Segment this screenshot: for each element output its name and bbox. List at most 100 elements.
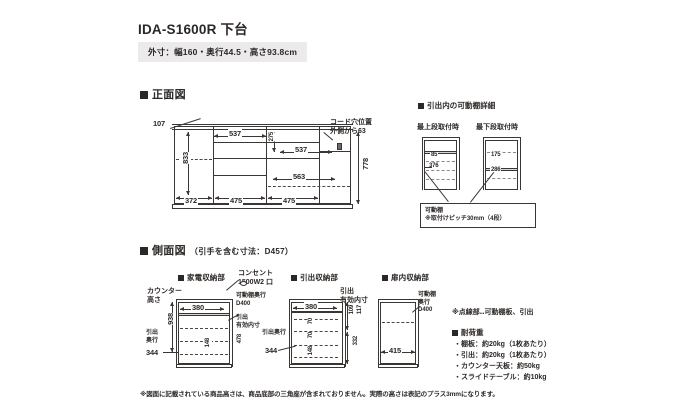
front-plinth [172, 204, 353, 209]
p1-side-left [176, 299, 177, 367]
p2-dash-4 [294, 357, 338, 358]
bullet-square-icon [178, 275, 184, 281]
bullet-square-icon [291, 275, 297, 281]
dim-372: 372 [184, 196, 198, 205]
load-capacity-label: 耐荷重 [461, 328, 484, 337]
p2-dim-line-upper [345, 302, 349, 330]
section-side-view-sublabel: （引手を含む寸法：D457） [189, 247, 294, 256]
dim-475-right: 475 [282, 196, 296, 205]
front-counter-under-line [172, 129, 353, 130]
p1-drawer-inner-label: 引出 有効内寸 [236, 315, 261, 329]
load-capacity-heading: 耐荷重 [452, 327, 484, 338]
p2-counter-plate [291, 311, 343, 313]
p2-row-70a: 70 [307, 318, 315, 325]
detail-right-body [485, 140, 518, 190]
p1-dash-3 [180, 354, 228, 355]
front-drawer-line-2 [213, 158, 266, 159]
p1-side-right [232, 299, 233, 367]
p2-top-plate [289, 299, 345, 300]
p1-counter-plate [178, 313, 230, 316]
side-panel-2-heading: 引出収納部 [291, 272, 338, 283]
load-capacity-list: ・棚板：約20kg（1枚あたり） ・引出：約20kg（1枚あたり） ・カウンター… [454, 340, 551, 383]
p1-dim-380: 380 [191, 303, 205, 312]
shelf-detail-left-label: 最上段取付時 [417, 124, 459, 131]
detail-right-side-r [520, 137, 521, 190]
p1-dim-938-line [170, 302, 174, 352]
front-drawer-line-3 [213, 175, 266, 176]
detail-right-dim-175: 175 [490, 152, 502, 158]
bullet-square-icon [140, 91, 148, 99]
side-panel-3-heading: 扉内収納部 [382, 272, 429, 283]
p1-dim-938: 938 [165, 313, 176, 325]
detail-right-shelf-plate [485, 168, 518, 171]
p1-top-plate [176, 299, 232, 300]
shelf-detail-heading: 引出内の可動棚詳細 [418, 100, 495, 111]
p1-inner-148: 148 [204, 338, 212, 348]
section-side-view-label: 側面図 [152, 245, 186, 257]
dim-833: 833 [180, 152, 191, 164]
p1-body [178, 302, 230, 364]
section-front-view-heading: 正面図 [140, 86, 186, 102]
front-right-line-1 [266, 142, 319, 143]
p1-outlet-leader [226, 279, 239, 291]
front-drawer-line-1 [213, 142, 266, 143]
bullet-square-icon [382, 275, 388, 281]
front-right-line-2 [266, 158, 319, 159]
section-side-view-heading: 側面図（引手を含む寸法：D457） [140, 242, 293, 258]
front-counter-top-line [172, 124, 353, 125]
load-item-drawer: ・引出：約20kg（1枚あたり） [454, 351, 551, 359]
detail-left-top [422, 137, 459, 138]
dotted-line-note: ※点線部‥可動棚板、引出 [452, 309, 534, 316]
p1-drawer-depth-344: 344 [145, 348, 159, 357]
p2-side-left [289, 299, 290, 367]
p2-dim-line-lower [345, 332, 349, 364]
p2-drawer-depth-label: 引出奥行 [262, 330, 287, 336]
p2-dash-1 [294, 319, 338, 320]
load-item-counter: ・カウンター天板：約50kg [454, 362, 540, 370]
dim-107: 107 [152, 119, 166, 128]
p2-dash-3 [294, 345, 338, 346]
cord-hole-marker [337, 143, 342, 150]
p1-shelf-depth-label: 可動棚奥行 D400 [236, 293, 267, 307]
p3-dim-415: 415 [388, 346, 402, 355]
counter-height-label: カウンター 高さ [147, 288, 182, 304]
front-divider-3 [319, 126, 320, 204]
detail-right-dash-1 [487, 152, 516, 153]
shelf-detail-label: 引出内の可動棚詳細 [427, 101, 496, 110]
front-divider-1 [213, 126, 214, 204]
p2-dim-109: 109 [348, 305, 356, 315]
p2-plinth [289, 364, 345, 368]
p3-top-plate [378, 299, 418, 300]
p2-dim-332: 332 [352, 336, 360, 346]
dim-778-line [356, 132, 360, 204]
p3-shelf-depth-label: 可動棚 奥行 D400 [418, 292, 437, 313]
cord-hole-note: コード穴位置 外側から63 [330, 119, 372, 135]
footer-note: ※図面に記載されている商品高さは、商品底部の三角座が含まれておりません。実際の高… [140, 391, 499, 398]
p3-side-left [378, 299, 379, 367]
dim-778: 778 [360, 158, 371, 170]
side-panel-3-label: 扉内収納部 [391, 273, 429, 282]
detail-left-dash-3 [426, 179, 455, 180]
dim-537-left: 537 [228, 129, 242, 138]
detail-left-dash-2 [426, 170, 455, 171]
detail-right-dim-286: 286 [490, 167, 502, 173]
shelf-detail-right-label: 最下段取付時 [476, 124, 518, 131]
p1-drawer-depth-label: 引出 奥行 [146, 330, 159, 344]
p2-dim-380: 380 [304, 302, 318, 311]
dim-475-left: 475 [229, 196, 243, 205]
page-title: IDA-S1600R 下台 [138, 22, 248, 37]
side-panel-1-heading: 家電収納部 [178, 272, 225, 283]
detail-left-dash-1 [426, 161, 455, 162]
detail-right-dash-2 [487, 178, 516, 179]
p1-drawer-inner-478: 478 [236, 334, 244, 344]
detail-left-shelf-plate [424, 151, 457, 154]
dim-537-right: 537 [294, 145, 308, 154]
bullet-square-icon [140, 247, 148, 255]
external-dimensions-badge: 外寸：幅160・奥行44.5・高さ93.8cm [138, 42, 308, 62]
side-panel-1-label: 家電収納部 [187, 273, 225, 282]
front-cabinet-outline [174, 126, 351, 204]
section-front-view-label: 正面図 [152, 89, 186, 101]
p1-depth-leader [163, 352, 179, 353]
bullet-square-icon [418, 103, 424, 109]
